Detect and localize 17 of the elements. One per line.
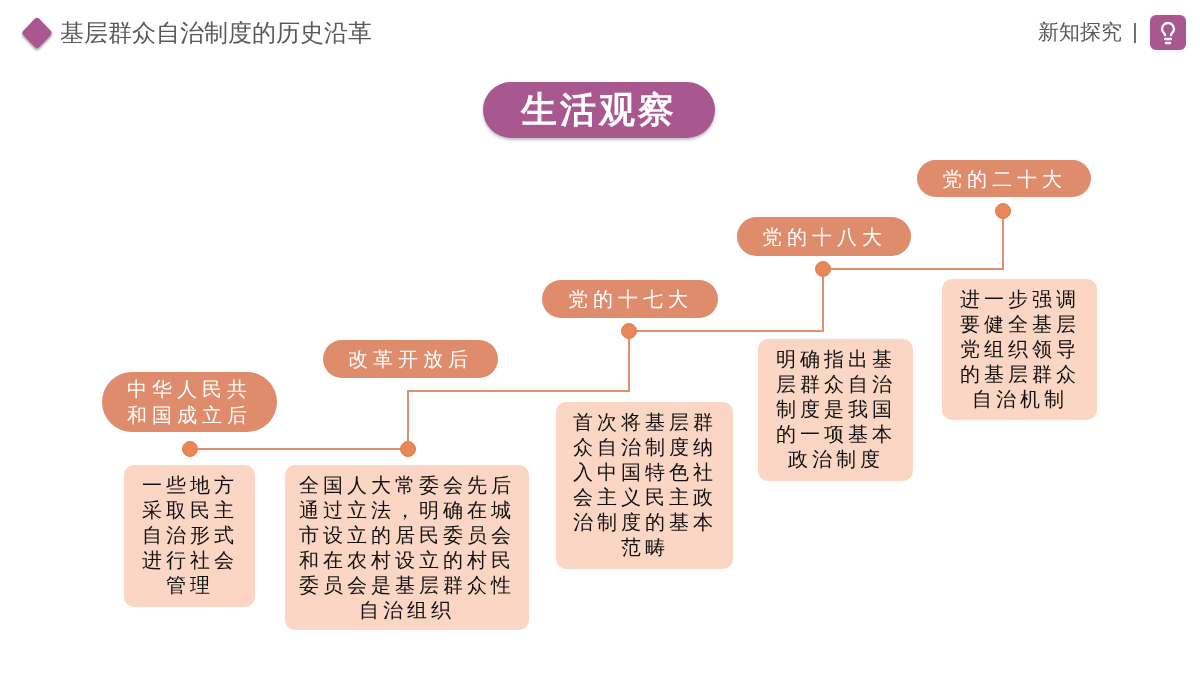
timeline-connector (407, 338, 630, 442)
stage-pill: 党的二十大 (917, 160, 1091, 197)
description-card: 一些地方采取民主自治形式进行社会管理 (124, 465, 255, 607)
heading-pill: 生活观察 (483, 82, 715, 138)
timeline-connector (636, 276, 824, 332)
page-title: 基层群众自治制度的历史沿革 (60, 18, 372, 48)
stage-pill: 党的十八大 (737, 217, 911, 256)
description-card: 首次将基层群众自治制度纳入中国特色社会主义民主政治制度的基本范畴 (556, 402, 733, 569)
stage-pill: 改革开放后 (323, 340, 498, 378)
description-card: 明确指出基层群众自治制度是我国的一项基本政治制度 (758, 339, 913, 481)
stage-pill: 中华人民共和国成立后 (102, 372, 277, 432)
stage-pill: 党的十七大 (542, 280, 718, 318)
section-label: 新知探究 (1038, 19, 1122, 45)
timeline-connector (197, 448, 401, 450)
timeline-connector (830, 218, 1004, 270)
description-card: 全国人大常委会先后通过立法，明确在城市设立的居民委员会和在农村设立的村民委员会是基层群众性自治组织 (285, 465, 529, 630)
description-card: 进一步强调要健全基层党组织领导的基层群众自治机制 (942, 279, 1097, 420)
